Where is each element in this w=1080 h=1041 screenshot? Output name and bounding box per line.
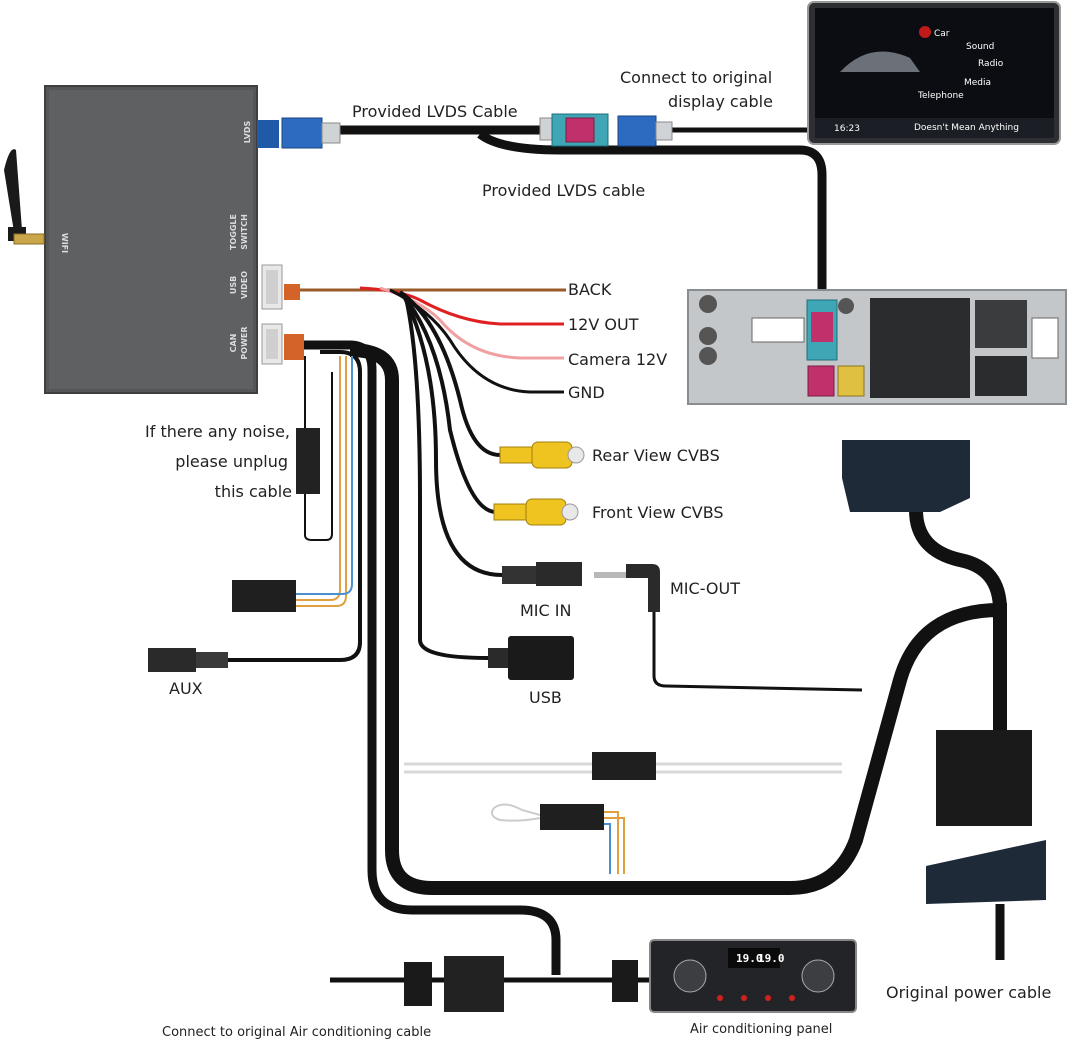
usb-connector-icon: [488, 636, 574, 680]
label-connect-original-display-2: display cable: [668, 92, 773, 111]
can-power-plug-icon: [284, 334, 304, 360]
label-camera-12v: Camera 12V: [568, 350, 667, 369]
wifi-antenna-icon: [4, 149, 45, 245]
label-mic-in: MIC IN: [520, 601, 571, 620]
screen-time: 16:23: [834, 124, 860, 134]
loop-connector-icon: [540, 804, 604, 830]
port-label-video: VIDEO: [240, 271, 249, 299]
label-provided-lvds-cable-top: Provided LVDS Cable: [352, 102, 518, 121]
mic-in-jack-icon: [502, 562, 582, 586]
screen-menu-media[interactable]: Media: [964, 78, 991, 88]
original-display: Car Sound Radio Media Telephone 16:23 Do…: [807, 1, 1061, 145]
power-plug-top-icon: [842, 440, 970, 512]
label-air-conditioning-panel: Air conditioning panel: [690, 1022, 832, 1037]
interface-box: LVDS TOGGLE SWITCH USB VIDEO CAN POWER W…: [44, 85, 283, 394]
label-original-power-cable: Original power cable: [886, 983, 1051, 1002]
power-plug-bottom-icon: [926, 840, 1046, 904]
screen-menu-telephone[interactable]: Telephone: [917, 91, 964, 101]
label-provided-lvds-cable-mid: Provided LVDS cable: [482, 181, 645, 200]
rca-front-connector-icon: [493, 498, 579, 526]
screen-menu-sound[interactable]: Sound: [966, 42, 994, 52]
label-front-view-cvbs: Front View CVBS: [592, 503, 724, 522]
label-usb: USB: [529, 688, 562, 707]
lvds-cables: [257, 113, 827, 292]
label-rear-view-cvbs: Rear View CVBS: [592, 446, 720, 465]
display-plug-icon: [617, 115, 657, 147]
label-aux: AUX: [169, 679, 203, 698]
lvds-plug-icon: [281, 117, 323, 149]
ac-connectors: [330, 956, 650, 1012]
ac-left-temp: 19.0: [736, 952, 763, 965]
port-label-power: POWER: [240, 326, 249, 359]
port-label-toggle: TOGGLE: [229, 214, 238, 250]
lvds-socket: [257, 120, 279, 148]
ac-plug-left-icon: [404, 962, 432, 1006]
label-12v-out: 12V OUT: [568, 315, 639, 334]
label-noise-1: If there any noise,: [145, 422, 290, 441]
noise-filter-plug-icon: [296, 428, 320, 494]
port-label-usb: USB: [229, 276, 238, 294]
label-back: BACK: [568, 280, 612, 299]
screen-menu-radio[interactable]: Radio: [978, 59, 1004, 69]
ac-panel: 19.0 19.0: [649, 939, 857, 1013]
label-noise-2: please unplug: [175, 452, 288, 471]
can-power-harness: [148, 334, 1007, 975]
car-image-icon: [840, 51, 920, 72]
usb-video-harness: [284, 284, 863, 692]
power-connectors: [842, 440, 1046, 960]
ac-right-temp: 19.0: [758, 952, 785, 965]
port-label-wifi: WIFI: [60, 233, 69, 253]
usb-video-plug-icon: [284, 284, 300, 300]
label-noise-3: this cable: [215, 482, 292, 501]
label-connect-original-display-1: Connect to original: [620, 68, 772, 87]
aux-jack-icon: [148, 648, 228, 672]
screen-menu-car[interactable]: Car: [934, 29, 950, 39]
ac-plug-right-icon: [612, 960, 638, 1002]
port-label-lvds: LVDS: [243, 120, 252, 143]
label-gnd: GND: [568, 383, 605, 402]
small-harness-connector-icon: [232, 580, 296, 612]
ac-plug-middle-icon: [444, 956, 504, 1012]
label-mic-out: MIC-OUT: [670, 579, 740, 598]
port-label-switch: SWITCH: [240, 214, 249, 250]
screen-now-playing: Doesn't Mean Anything: [914, 123, 1019, 133]
head-unit-back: [687, 289, 1067, 405]
label-connect-air-conditioning: Connect to original Air conditioning cab…: [162, 1025, 431, 1040]
mic-out-plug-icon: [594, 564, 863, 692]
white-wire-connector-icon: [592, 752, 656, 780]
port-label-can: CAN: [229, 334, 238, 353]
rca-rear-connector-icon: [499, 441, 585, 469]
power-plug-middle-icon: [936, 730, 1032, 826]
